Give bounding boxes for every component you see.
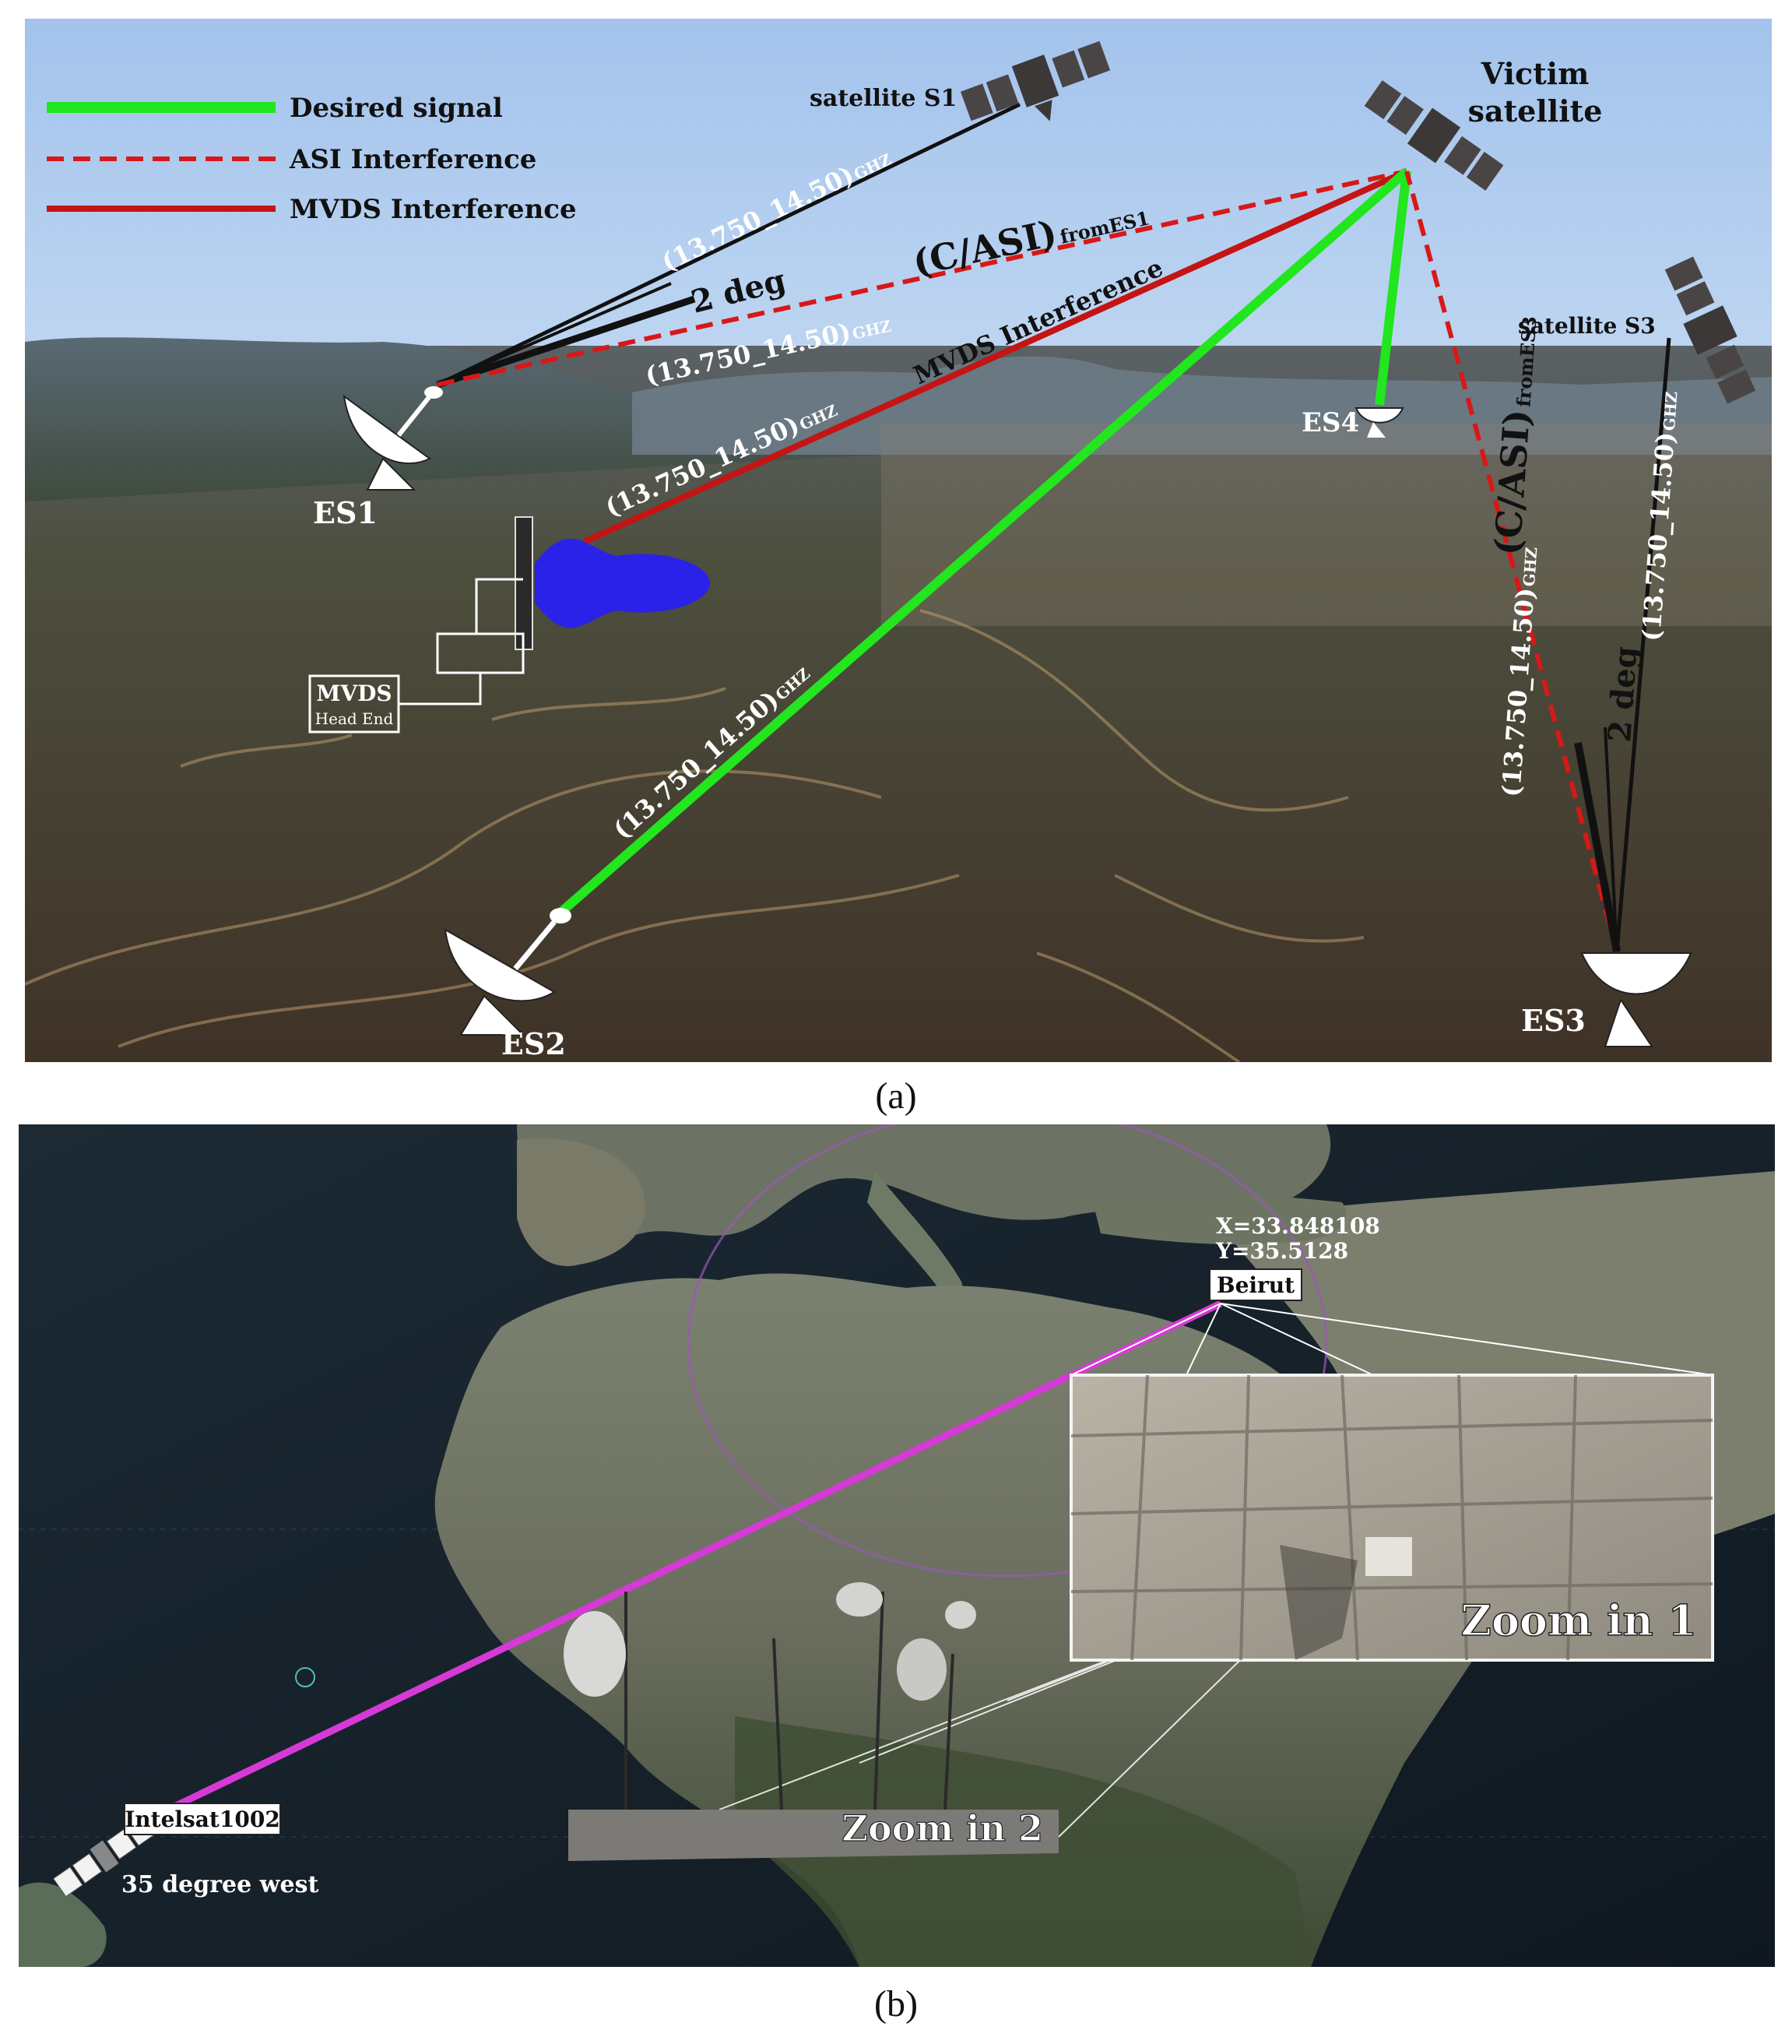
panel-a: Desired signal ASI Interference MVDS Int… [25, 19, 1772, 1062]
mountains-right [632, 356, 1772, 455]
coverage-ellipse [687, 1124, 1328, 1578]
s3-2deg-wedge-b [1604, 726, 1618, 952]
victim-satellite-label-1: Victim [1481, 56, 1590, 91]
mvds-transmitter [308, 516, 710, 734]
asi-es3-line [1404, 171, 1619, 952]
svg-text:(C/ASI)fromES3: (C/ASI)fromES3 [1486, 315, 1544, 557]
satellite-link-line [134, 1300, 1222, 1829]
mvds-head-label: MVDS [316, 681, 392, 706]
satellite-s3-icon [1664, 256, 1756, 404]
coords-y-label: Y=35.5128 [1215, 1238, 1348, 1264]
city-haze [881, 424, 1772, 626]
city-label-box [1209, 1268, 1302, 1301]
es3-label: ES3 [1521, 1003, 1586, 1038]
zoom-in-1-label: Zoom in 1 [1460, 1595, 1697, 1645]
caption-b: (b) [874, 1983, 918, 2025]
italy-landmass [867, 1171, 963, 1298]
mountains-left [25, 337, 881, 501]
zoom-in-2-label: Zoom in 2 [842, 1807, 1043, 1849]
orbit-label: 35 degree west [121, 1871, 318, 1898]
freq-label-asi-es3: (13.750_14.50)GHZ [1496, 546, 1543, 798]
es1-dish-icon [343, 386, 443, 491]
s3-2deg-wedge-a [1574, 742, 1621, 952]
desired-es2-line [557, 167, 1410, 916]
victim-satellite-label-2: satellite [1468, 93, 1603, 128]
city-label: Beirut [1217, 1272, 1295, 1298]
zoom1-connectors [1070, 1303, 1713, 1376]
es4-label: ES4 [1302, 407, 1359, 438]
s3-link-line [1615, 337, 1671, 952]
satellite-s1-icon [960, 40, 1111, 121]
terrain-paths [25, 609, 1365, 1062]
mvds-beam-pattern [535, 538, 710, 628]
legend-mvds-label: MVDS Interference [290, 194, 577, 225]
satellite-label: Intelsat1002 [125, 1807, 280, 1832]
panel-a-scene: Desired signal ASI Interference MVDS Int… [25, 19, 1772, 1062]
asi-es1-line [437, 169, 1407, 387]
panel-b-map: Zoom in 1 Zoom in 2 X=33.848108 Y=35.512… [19, 1124, 1775, 1967]
svg-text:(13.750_14.50)GHZ: (13.750_14.50)GHZ [1496, 546, 1543, 797]
s1-2deg-wedge-b [437, 282, 672, 386]
intelsat-icon [52, 1815, 156, 1898]
es3-dish-icon [1580, 952, 1692, 1047]
zoom-in-1-inset [1070, 1374, 1714, 1662]
es2-label: ES2 [501, 1026, 566, 1061]
es2-dish-icon [444, 908, 571, 1036]
victim-satellite-icon [1364, 80, 1504, 191]
zoom-in-2-inset [564, 1582, 1059, 1861]
s1-link-line [436, 102, 1021, 387]
casi-es3-label: (C/ASI)fromES3 [1486, 315, 1544, 557]
satellite-s3-label: satellite S3 [1518, 313, 1656, 339]
es4-dish-icon [1355, 407, 1404, 438]
south-america-tip [19, 1882, 107, 1967]
legend-desired-label: Desired signal [290, 93, 503, 124]
es1-label: ES1 [313, 495, 378, 530]
turkey-landmass [1093, 1193, 1347, 1245]
small-marker-circle [295, 1667, 315, 1687]
s1-2deg-wedge-a [436, 295, 696, 389]
coords-x-label: X=33.848108 [1216, 1213, 1380, 1239]
legend: Desired signal ASI Interference MVDS Int… [47, 93, 577, 225]
desired-es4-line [1375, 171, 1411, 406]
satellite-label-box [124, 1803, 281, 1835]
mvds-interference-line [582, 168, 1408, 545]
caption-a: (a) [875, 1075, 917, 1117]
deg-right-label: 2 deg [1601, 646, 1644, 744]
panel-b: Zoom in 1 Zoom in 2 X=33.848108 Y=35.512… [19, 1124, 1775, 1967]
satellite-s1-label: satellite S1 [810, 85, 957, 112]
svg-text:2 deg: 2 deg [1601, 646, 1644, 744]
iberia-landmass [517, 1138, 646, 1266]
mvds-head-sub-label: Head End [315, 709, 394, 728]
legend-asi-label: ASI Interference [289, 144, 536, 175]
